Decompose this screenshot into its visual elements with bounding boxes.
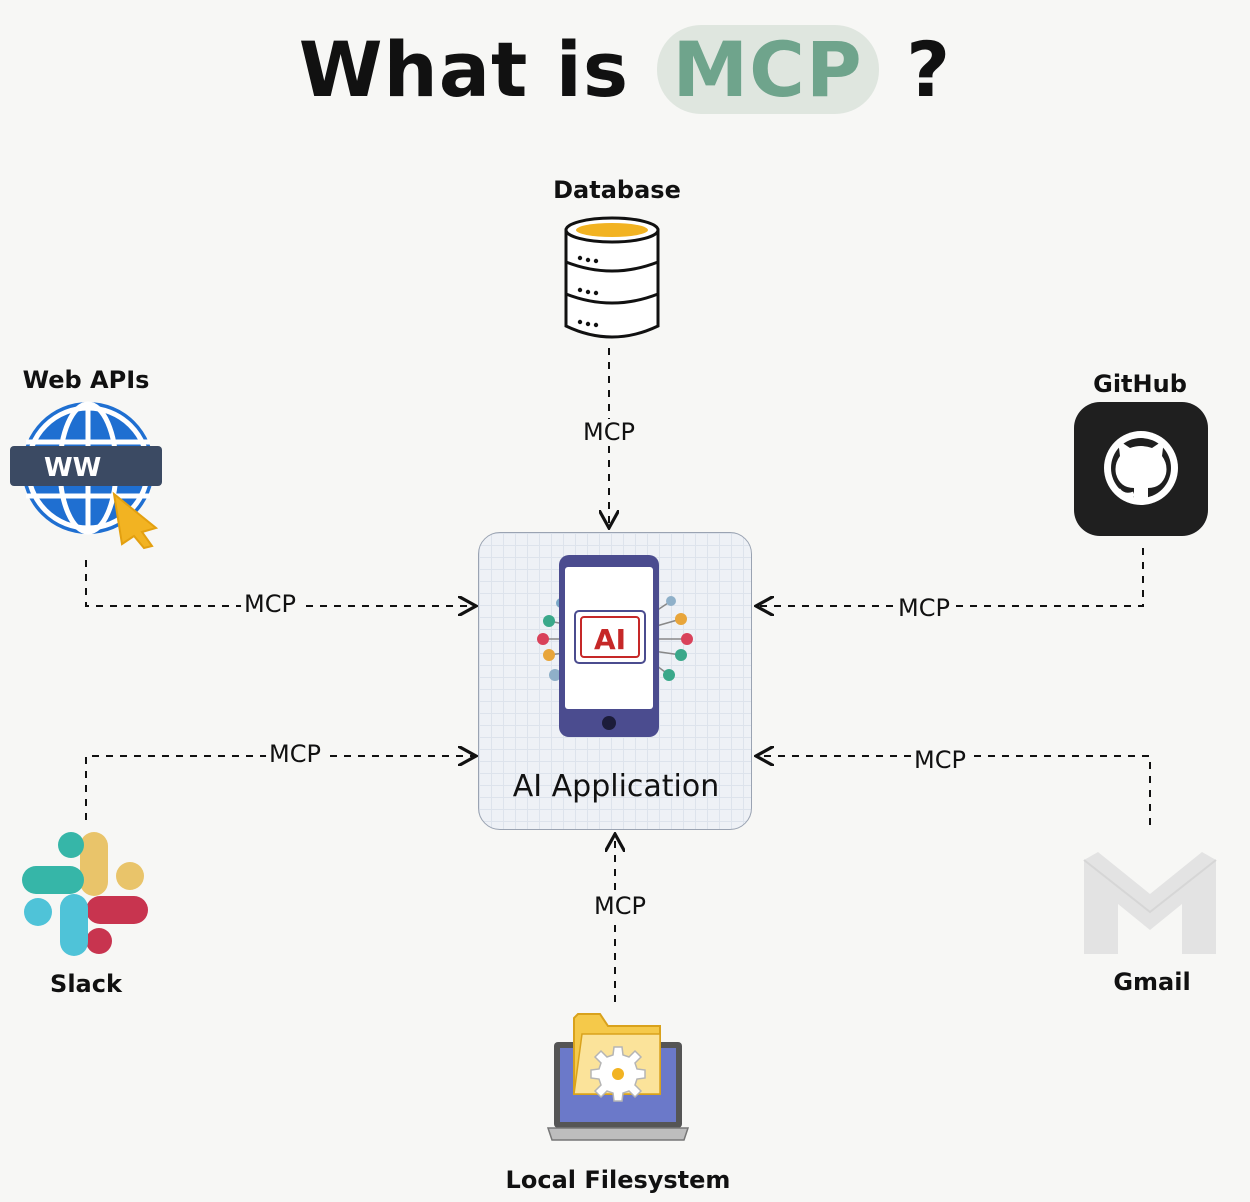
github-icon	[1074, 402, 1208, 536]
local-filesystem-label: Local Filesystem	[505, 1166, 731, 1194]
diagram-title: What is MCP ?	[0, 22, 1250, 118]
globe-www-icon: WW	[10, 401, 162, 550]
connector-web-apis	[85, 560, 474, 606]
ai-icon-text: AI	[594, 623, 626, 656]
database-label: Database	[553, 176, 681, 204]
connector-github	[758, 548, 1144, 606]
slack-label: Slack	[50, 970, 122, 998]
github-label: GitHub	[1093, 370, 1187, 398]
title-highlight: MCP	[656, 25, 879, 114]
ai-application-box: AI AI Application	[478, 532, 752, 830]
ai-application-label: AI Application	[512, 769, 720, 804]
smartphone-ai-icon: AI	[537, 555, 693, 737]
title-suffix: ?	[906, 25, 952, 114]
mcp-label-web-apis: MCP	[241, 591, 299, 617]
mcp-label-database: MCP	[580, 419, 638, 445]
title-prefix: What is	[298, 25, 630, 114]
mcp-label-github: MCP	[895, 595, 953, 621]
mcp-label-slack: MCP	[266, 741, 324, 767]
globe-www-text: WW	[44, 453, 101, 483]
slack-icon	[22, 832, 148, 956]
database-icon	[564, 216, 660, 339]
web-apis-label: Web APIs	[22, 366, 150, 394]
connector-slack	[85, 756, 474, 820]
mcp-label-gmail: MCP	[911, 747, 969, 773]
gmail-label: Gmail	[1113, 968, 1191, 996]
mcp-label-local-fs: MCP	[591, 893, 649, 919]
laptop-folder-icon	[546, 1013, 690, 1141]
gmail-icon	[1083, 852, 1217, 954]
